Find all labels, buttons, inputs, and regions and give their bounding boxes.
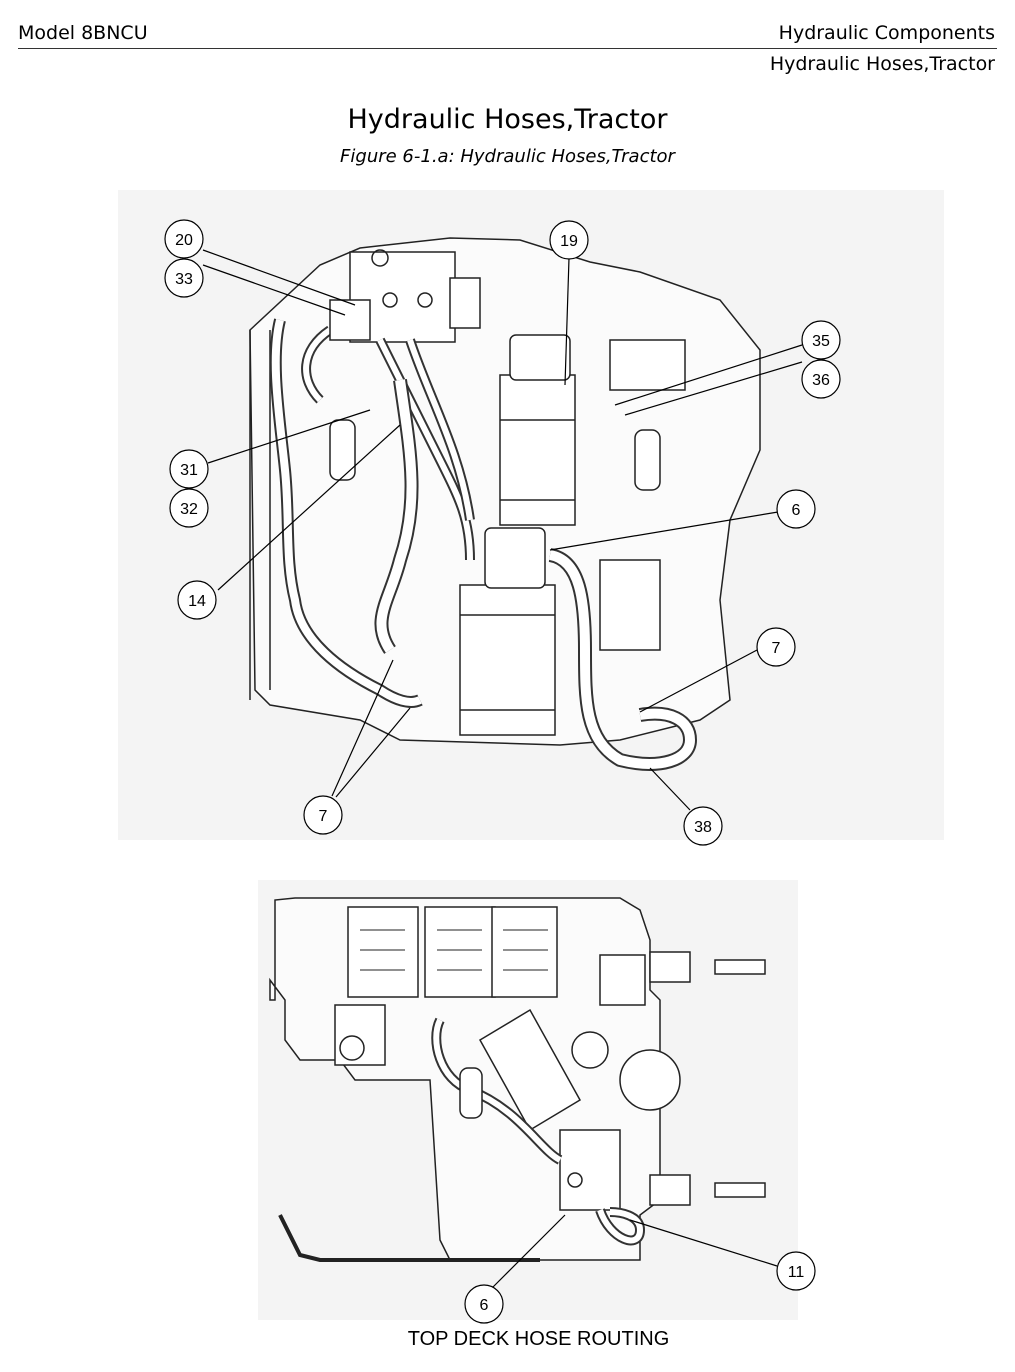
callout-6-top [776, 489, 816, 529]
callout-label-7-left: 7 [319, 808, 328, 825]
top-drawing [118, 190, 944, 840]
callout-label-33: 33 [175, 271, 193, 288]
callout-label-31: 31 [180, 462, 198, 479]
callout-label-35: 35 [812, 333, 830, 350]
callout-11 [776, 1251, 816, 1291]
callout-20 [164, 219, 204, 259]
callout-label-19: 19 [560, 233, 578, 250]
callout-6-bottom [464, 1284, 504, 1324]
callout-label-14: 14 [188, 593, 206, 610]
callout-36 [801, 359, 841, 399]
callout-label-20: 20 [175, 232, 193, 249]
callout-label-32: 32 [180, 501, 198, 518]
top-deck-caption: TOP DECK HOSE ROUTING [407, 1328, 670, 1350]
callout-label-38: 38 [694, 819, 712, 836]
header-model: Model 8BNCU [18, 22, 148, 44]
callout-19 [549, 220, 589, 260]
header-subsection: Hydraulic Hoses,Tractor [769, 53, 995, 75]
figure-caption: Figure 6-1.a: Hydraulic Hoses,Tractor [340, 146, 675, 167]
top-callouts [164, 219, 841, 846]
callout-label-11: 11 [788, 1264, 805, 1281]
header-section: Hydraulic Components [778, 22, 995, 44]
bottom-callouts [464, 1251, 816, 1324]
callout-14 [177, 580, 217, 620]
top-leader-lines [202, 249, 803, 811]
bottom-callout-labels: 11 6 [480, 1264, 805, 1314]
page-title: Hydraulic Hoses,Tractor [347, 104, 668, 135]
callout-7-left [303, 795, 343, 835]
bottom-drawing [258, 880, 798, 1320]
top-callout-labels: 20 33 19 35 36 31 32 6 14 7 7 38 [175, 232, 830, 836]
callout-38 [683, 806, 723, 846]
bottom-leader-lines [492, 1214, 778, 1288]
callout-32 [169, 488, 209, 528]
callout-31 [169, 449, 209, 489]
callout-label-36: 36 [812, 372, 830, 389]
callout-label-6-top: 6 [792, 502, 801, 519]
callout-label-7-right: 7 [772, 640, 781, 657]
callout-33 [164, 258, 204, 298]
header-rule [18, 48, 997, 49]
callout-35 [801, 320, 841, 360]
callout-7-right [756, 627, 796, 667]
callout-label-6-bottom: 6 [480, 1297, 489, 1314]
